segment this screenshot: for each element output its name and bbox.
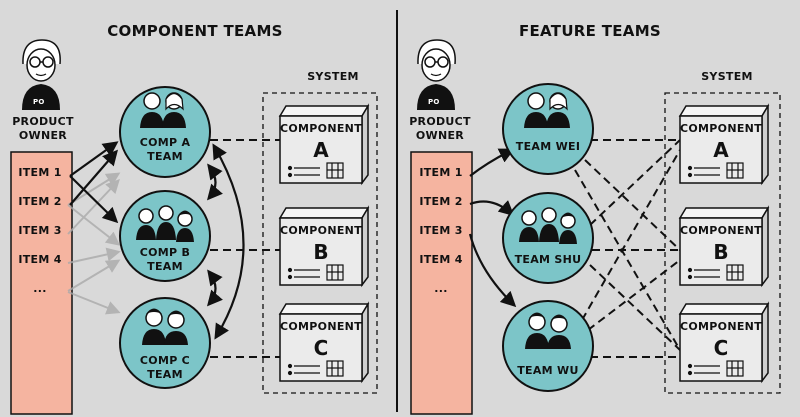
component-letter: B bbox=[713, 240, 728, 264]
component-label: COMPONENT bbox=[280, 224, 362, 237]
product-owner-label-line2: OWNER bbox=[416, 129, 464, 142]
ownership-lines bbox=[210, 139, 280, 358]
component-letter: B bbox=[313, 240, 328, 264]
people-icon bbox=[524, 92, 570, 128]
panel-icon bbox=[687, 264, 744, 281]
team-label: TEAM WU bbox=[517, 364, 578, 377]
component-label: COMPONENT bbox=[680, 122, 762, 135]
backlog-item: ... bbox=[33, 282, 46, 295]
faded-item-arrows bbox=[67, 172, 121, 315]
component-label: COMPONENT bbox=[680, 224, 762, 237]
component-b: COMPONENT B bbox=[278, 205, 370, 288]
team-label: COMP A bbox=[140, 136, 191, 149]
item-arrows bbox=[468, 148, 517, 308]
product-owner-avatar: PO bbox=[22, 39, 61, 110]
component-c: COMPONENT C bbox=[278, 301, 370, 384]
team-label: TEAM bbox=[147, 260, 183, 273]
backlog-item: ITEM 4 bbox=[18, 253, 61, 266]
backlog-item: ... bbox=[434, 282, 447, 295]
system-boundary bbox=[664, 92, 781, 394]
system-boundary bbox=[262, 92, 378, 394]
product-backlog bbox=[10, 151, 73, 415]
component-teams-panel: COMPONENT TEAMS PO PRODUCT OWNER ITEM 1 … bbox=[10, 22, 378, 415]
component-letter: A bbox=[713, 138, 729, 162]
product-owner-avatar: PO bbox=[417, 39, 456, 110]
backlog-item: ITEM 2 bbox=[18, 195, 61, 208]
backlog-item: ITEM 3 bbox=[18, 224, 61, 237]
product-backlog bbox=[410, 151, 473, 415]
team-wu: TEAM WU bbox=[502, 300, 594, 392]
team-shu: TEAM SHU bbox=[502, 192, 594, 284]
panel-title: COMPONENT TEAMS bbox=[107, 22, 283, 40]
team-label: TEAM WEI bbox=[516, 140, 580, 153]
team-label: COMP C bbox=[140, 354, 190, 367]
component-a: COMPONENT A bbox=[678, 103, 770, 186]
system-label: SYSTEM bbox=[307, 70, 359, 83]
team-wei: TEAM WEI bbox=[502, 83, 594, 175]
people-icon bbox=[136, 205, 194, 242]
component-letter: C bbox=[314, 336, 329, 360]
people-icon bbox=[142, 308, 188, 345]
component-label: COMPONENT bbox=[280, 122, 362, 135]
team-label: TEAM bbox=[147, 368, 183, 381]
panel-icon bbox=[687, 360, 744, 377]
panel-icon bbox=[287, 162, 344, 179]
component-label: COMPONENT bbox=[280, 320, 362, 333]
system-label: SYSTEM bbox=[701, 70, 753, 83]
people-icon bbox=[140, 92, 186, 128]
team-coordination-arrows bbox=[206, 143, 245, 340]
component-a: COMPONENT A bbox=[278, 103, 370, 186]
component-label: COMPONENT bbox=[680, 320, 762, 333]
product-owner-label-line1: PRODUCT bbox=[12, 115, 74, 128]
component-c: COMPONENT C bbox=[678, 301, 770, 384]
backlog-item: ITEM 4 bbox=[419, 253, 462, 266]
feature-teams-panel: FEATURE TEAMS PO PRODUCT OWNER ITEM 1 IT… bbox=[409, 22, 781, 415]
people-icon bbox=[525, 312, 571, 349]
component-b: COMPONENT B bbox=[678, 205, 770, 288]
product-owner-label-line1: PRODUCT bbox=[409, 115, 471, 128]
team-label: TEAM bbox=[147, 150, 183, 163]
component-letter: C bbox=[714, 336, 729, 360]
ownership-lines bbox=[574, 139, 681, 358]
backlog-item: ITEM 1 bbox=[18, 166, 61, 179]
component-letter: A bbox=[313, 138, 329, 162]
backlog-item: ITEM 3 bbox=[419, 224, 462, 237]
item-arrows bbox=[69, 141, 119, 224]
team-label: COMP B bbox=[140, 246, 190, 259]
team-comp-a: COMP A TEAM bbox=[119, 86, 211, 178]
panel-icon bbox=[287, 264, 344, 281]
people-icon bbox=[519, 207, 577, 244]
panel-icon bbox=[287, 360, 344, 377]
panel-title: FEATURE TEAMS bbox=[519, 22, 661, 40]
po-badge: PO bbox=[428, 98, 440, 106]
backlog-item: ITEM 1 bbox=[419, 166, 462, 179]
team-comp-b: COMP B TEAM bbox=[119, 190, 211, 282]
team-label: TEAM SHU bbox=[515, 253, 582, 266]
backlog-item: ITEM 2 bbox=[419, 195, 462, 208]
panel-icon bbox=[687, 162, 744, 179]
product-owner-label-line2: OWNER bbox=[19, 129, 67, 142]
team-comp-c: COMP C TEAM bbox=[119, 297, 211, 389]
po-badge: PO bbox=[33, 98, 45, 106]
